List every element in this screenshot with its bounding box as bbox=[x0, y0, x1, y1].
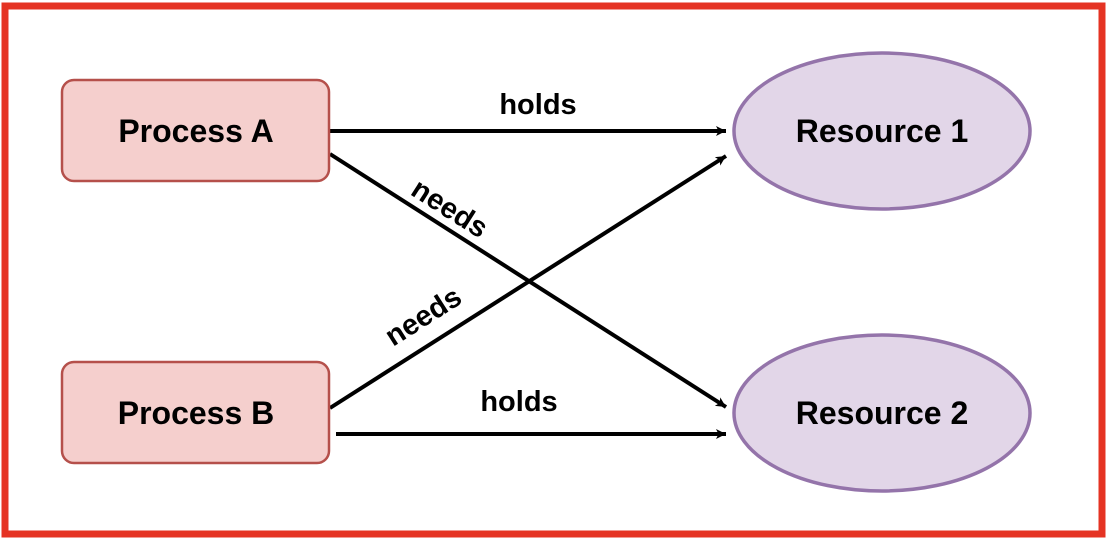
edge-process-b-needs-resource-1 bbox=[328, 154, 728, 410]
process-a-box bbox=[60, 78, 331, 183]
process-a-label: Process A bbox=[118, 113, 273, 149]
resource-2-node: Resource 2 bbox=[732, 333, 1032, 493]
edge-label-b-holds-r2: holds bbox=[480, 386, 557, 418]
edge-label-a-holds-r1: holds bbox=[499, 89, 576, 121]
edges bbox=[328, 126, 728, 439]
resource-1-label: Resource 1 bbox=[796, 113, 969, 149]
process-a-node: Process A bbox=[60, 78, 331, 183]
resource-1-node: Resource 1 bbox=[732, 51, 1032, 211]
resource-2-ellipse bbox=[732, 333, 1032, 493]
process-b-label: Process B bbox=[118, 395, 275, 431]
process-b-node: Process B bbox=[60, 360, 331, 465]
resource-2-label: Resource 2 bbox=[796, 395, 969, 431]
resource-1-ellipse bbox=[732, 51, 1032, 211]
process-b-box bbox=[60, 360, 331, 465]
